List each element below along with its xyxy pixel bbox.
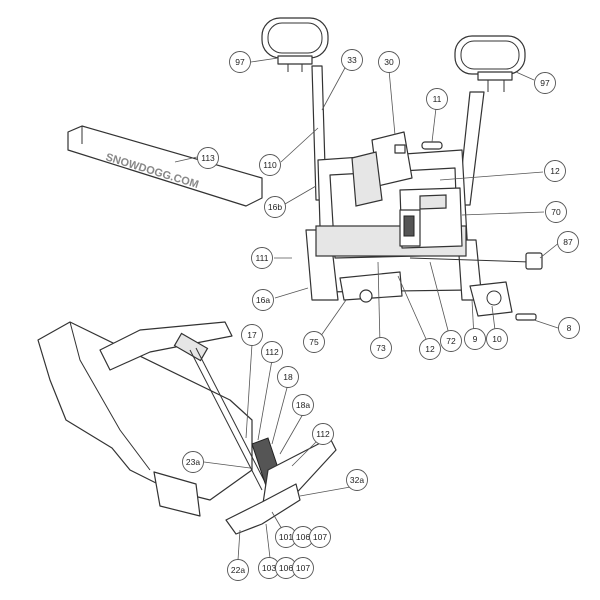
lower-bracket-75 bbox=[339, 271, 403, 303]
pivot-bracket bbox=[469, 281, 537, 321]
svg-text:112: 112 bbox=[265, 347, 279, 357]
spring-assembly bbox=[225, 437, 337, 535]
svg-text:97: 97 bbox=[540, 78, 550, 88]
svg-text:9: 9 bbox=[473, 334, 478, 344]
svg-text:87: 87 bbox=[563, 237, 573, 247]
svg-text:17: 17 bbox=[247, 330, 257, 340]
svg-text:106: 106 bbox=[279, 563, 293, 573]
svg-text:97: 97 bbox=[235, 57, 245, 67]
callout-30: 30 bbox=[378, 51, 400, 73]
svg-text:16a: 16a bbox=[256, 295, 270, 305]
svg-text:75: 75 bbox=[309, 337, 319, 347]
svg-text:10: 10 bbox=[492, 334, 502, 344]
callout-9: 9 bbox=[464, 328, 486, 350]
callout-12-upper: 12 bbox=[544, 160, 566, 182]
svg-text:111: 111 bbox=[256, 253, 269, 263]
callout-8: 8 bbox=[558, 317, 580, 339]
leader-lines bbox=[174, 57, 561, 561]
svg-text:32a: 32a bbox=[350, 475, 364, 485]
callout-97-left: 97 bbox=[229, 51, 251, 73]
headlight-right bbox=[454, 35, 526, 92]
svg-text:106: 106 bbox=[296, 532, 310, 542]
callout-111: 111 bbox=[251, 247, 273, 269]
svg-text:112: 112 bbox=[316, 429, 330, 439]
plow-a-frame bbox=[37, 321, 253, 517]
callout-112-lower: 112 bbox=[312, 423, 334, 445]
svg-text:33: 33 bbox=[347, 55, 357, 65]
svg-text:11: 11 bbox=[433, 94, 442, 104]
svg-text:107: 107 bbox=[313, 532, 327, 542]
callout-16a: 16a bbox=[252, 289, 274, 311]
headlight-left bbox=[261, 17, 329, 72]
svg-text:70: 70 bbox=[551, 207, 561, 217]
callout-22a: 22a bbox=[227, 559, 249, 581]
callout-73: 73 bbox=[370, 337, 392, 359]
callout-32a: 32a bbox=[346, 469, 368, 491]
svg-text:113: 113 bbox=[201, 153, 215, 163]
callout-11: 11 bbox=[426, 88, 448, 110]
callout-106-lower: 106 bbox=[275, 557, 297, 579]
svg-text:16b: 16b bbox=[268, 202, 282, 212]
callout-75: 75 bbox=[303, 331, 325, 353]
callout-16b: 16b bbox=[264, 196, 286, 218]
svg-text:12: 12 bbox=[550, 166, 560, 176]
callout-97-right: 97 bbox=[534, 72, 556, 94]
brand-bar-113: SNOWDOGG.COM bbox=[67, 125, 263, 207]
svg-text:22a: 22a bbox=[231, 565, 245, 575]
svg-text:72: 72 bbox=[446, 336, 456, 346]
callout-87: 87 bbox=[557, 231, 579, 253]
callout-17: 17 bbox=[241, 324, 263, 346]
callout-107-lower: 107 bbox=[292, 557, 314, 579]
callout-113: 113 bbox=[197, 147, 219, 169]
callout-70: 70 bbox=[545, 201, 567, 223]
svg-text:73: 73 bbox=[376, 343, 386, 353]
svg-text:107: 107 bbox=[296, 563, 310, 573]
callout-18: 18 bbox=[277, 366, 299, 388]
callout-10: 10 bbox=[486, 328, 508, 350]
callout-72: 72 bbox=[440, 330, 462, 352]
callout-106-upper: 106 bbox=[292, 526, 314, 548]
callout-23a: 23a bbox=[182, 451, 204, 473]
callout-33: 33 bbox=[341, 49, 363, 71]
svg-text:23a: 23a bbox=[186, 457, 200, 467]
callout-110: 110 bbox=[259, 154, 281, 176]
callout-18a: 18a bbox=[292, 394, 314, 416]
lift-cylinder bbox=[173, 332, 269, 491]
svg-text:110: 110 bbox=[263, 160, 277, 170]
svg-text:18a: 18a bbox=[296, 400, 310, 410]
callout-107-upper: 107 bbox=[309, 526, 331, 548]
svg-text:101: 101 bbox=[279, 532, 293, 542]
control-module bbox=[351, 131, 413, 207]
long-pin-87 bbox=[409, 252, 543, 270]
svg-text:8: 8 bbox=[567, 323, 572, 333]
pin-11 bbox=[421, 141, 443, 150]
callout-12-lower: 12 bbox=[419, 338, 441, 360]
svg-text:30: 30 bbox=[384, 57, 394, 67]
svg-text:18: 18 bbox=[283, 372, 293, 382]
hydraulic-pump bbox=[399, 187, 463, 249]
callout-112-upper: 112 bbox=[261, 341, 283, 363]
svg-text:12: 12 bbox=[425, 344, 435, 354]
svg-text:103: 103 bbox=[262, 563, 276, 573]
